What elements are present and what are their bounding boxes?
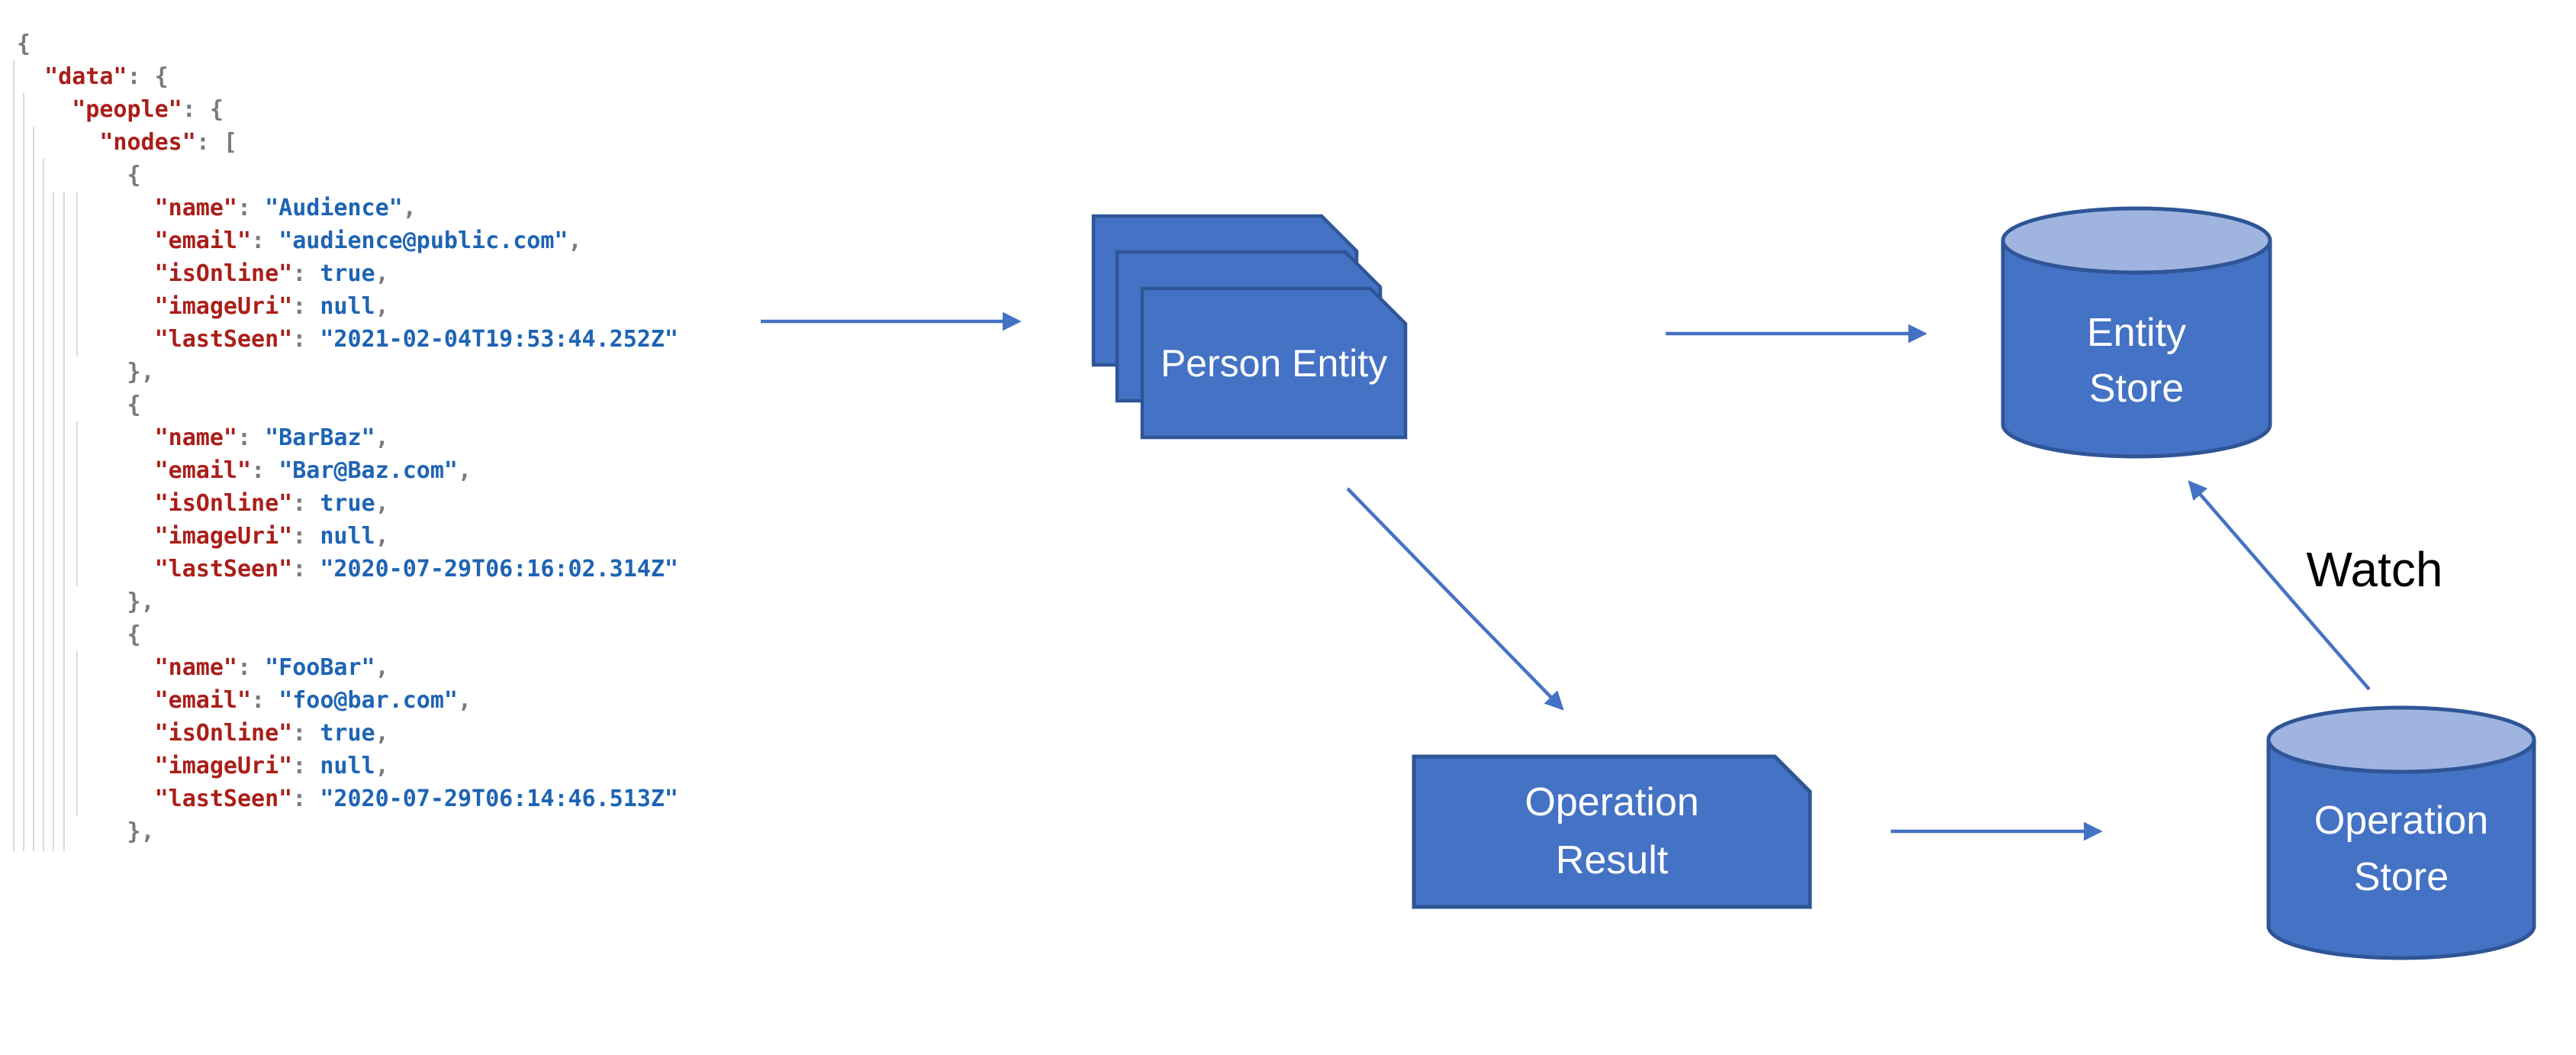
indent-guide	[76, 651, 78, 815]
indent-guide	[23, 93, 24, 851]
indent-guide	[53, 192, 54, 851]
person-entity-card-front	[1140, 286, 1408, 440]
indent-guide	[63, 192, 65, 851]
indent-guide	[76, 192, 78, 356]
indent-guide	[76, 421, 78, 586]
operation-store-cylinder	[2266, 705, 2536, 960]
arrow-watch-operation-store-to-entity-store	[2188, 480, 2371, 691]
entity-store-top	[2001, 206, 2272, 275]
operation-result-card	[1412, 754, 1812, 909]
arrow-person-entity-to-operation-result	[1346, 487, 1564, 711]
person-entity-stack	[1091, 214, 1408, 440]
indent-guide	[13, 60, 14, 851]
operation-store-top	[2266, 705, 2536, 774]
indent-guide	[43, 159, 44, 851]
watch-label: Watch	[2306, 542, 2443, 597]
entity-store-cylinder	[2001, 206, 2272, 459]
indent-guide	[33, 126, 34, 851]
json-code: { "data": { "people": { "nodes": [ { "na…	[17, 31, 678, 845]
